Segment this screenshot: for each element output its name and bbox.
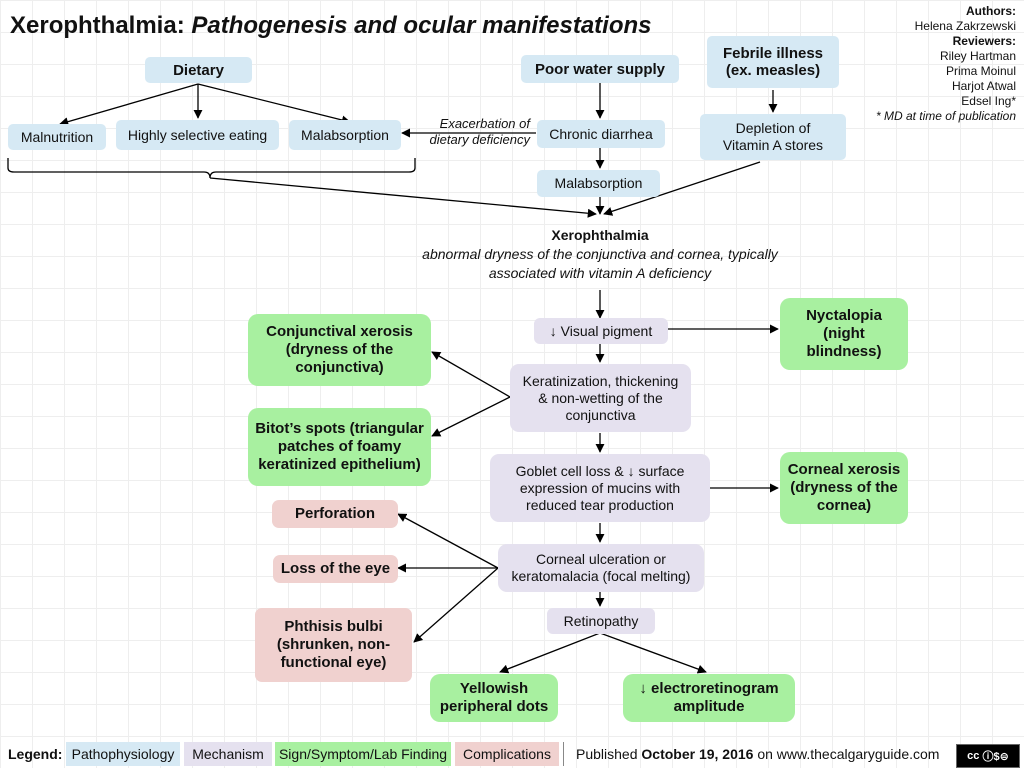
reviewer-name: Riley Hartman [939, 49, 1016, 63]
arrow-dietary-malabsorption [197, 83, 351, 125]
node-yellowish-dots: Yellowish peripheral dots [430, 674, 558, 722]
node-selective-eating: Highly selective eating [116, 120, 279, 150]
node-poor-water-supply: Poor water supply [521, 55, 679, 83]
author-name: Helena Zakrzewski [914, 19, 1016, 33]
node-visual-pigment: ↓ Visual pigment [534, 318, 668, 344]
node-chronic-diarrhea: Chronic diarrhea [537, 120, 665, 148]
published-info: Published October 19, 2016 on www.thecal… [576, 746, 939, 762]
xerophthalmia-definition: Xerophthalmia abnormal dryness of the co… [300, 226, 900, 283]
node-febrile-illness: Febrile illness (ex. measles) [707, 36, 839, 88]
published-site: on www.thecalgaryguide.com [757, 746, 940, 762]
node-corneal-xerosis: Corneal xerosis (dryness of the cornea) [780, 452, 908, 524]
title-main: Xerophthalmia: [10, 12, 185, 39]
node-retinopathy: Retinopathy [547, 608, 655, 634]
published-date: October 19, 2016 [641, 746, 754, 762]
credits-note: * MD at time of publication [875, 109, 1016, 123]
dietary-bracket [7, 158, 416, 179]
legend-complications: Complications [455, 742, 559, 766]
node-vitamin-a-depletion: Depletion of Vitamin A stores [700, 114, 846, 160]
node-loss-of-eye: Loss of the eye [273, 555, 398, 583]
arrow-ulceration-phthisis [413, 567, 499, 643]
legend-divider [563, 742, 564, 766]
arrow-kerat-bitot [431, 396, 511, 437]
node-nyctalopia: Nyctalopia (night blindness) [780, 298, 908, 370]
node-erg-amplitude: ↓ electroretinogram amplitude [623, 674, 795, 722]
arrow-depletion-xero [603, 161, 761, 216]
arrow-dietary-malnutrition [59, 83, 199, 127]
node-malnutrition: Malnutrition [8, 124, 106, 150]
node-goblet-cell-loss: Goblet cell loss & ↓ surface expression … [490, 454, 710, 522]
reviewer-name: Prima Moinul [945, 64, 1016, 78]
legend-mechanism: Mechanism [184, 742, 272, 766]
node-perforation: Perforation [272, 500, 398, 528]
legend-pathophysiology: Pathophysiology [66, 742, 180, 766]
node-keratinization: Keratinization, thickening & non-wetting… [510, 364, 691, 432]
node-malabsorption-dietary: Malabsorption [289, 120, 401, 150]
node-corneal-ulceration: Corneal ulceration or keratomalacia (foc… [498, 544, 704, 592]
creative-commons-icon: cc ⓘ$⊜ [956, 744, 1020, 768]
node-phthisis-bulbi: Phthisis bulbi (shrunken, non- functiona… [255, 608, 412, 682]
node-malabsorption-water: Malabsorption [537, 170, 660, 197]
xerophthalmia-description: abnormal dryness of the conjunctiva and … [422, 246, 778, 281]
page-title: Xerophthalmia: Pathogenesis and ocular m… [10, 12, 652, 40]
reviewers-label: Reviewers: [952, 34, 1016, 48]
arrow-kerat-conjxerosis [431, 351, 511, 398]
arrow-retino-erg [599, 632, 707, 674]
authors-label: Authors: [966, 4, 1016, 18]
node-dietary: Dietary [145, 57, 252, 83]
legend-sign-symptom: Sign/Symptom/Lab Finding [275, 742, 451, 766]
reviewer-name: Harjot Atwal [951, 79, 1016, 93]
node-conjunctival-xerosis: Conjunctival xerosis (dryness of the con… [248, 314, 431, 386]
legend-bar: Legend: Pathophysiology Mechanism Sign/S… [0, 740, 1024, 768]
license-text: cc [967, 750, 980, 762]
reviewer-name: Edsel Ing* [961, 94, 1016, 108]
arrow-ulceration-perforation [397, 513, 499, 569]
published-prefix: Published [576, 746, 638, 762]
exacerbation-label: Exacerbation of dietary deficiency [429, 116, 530, 147]
title-subtitle: Pathogenesis and ocular manifestations [191, 12, 652, 39]
xerophthalmia-title: Xerophthalmia [551, 227, 649, 243]
legend-label: Legend: [8, 746, 63, 762]
arrow-retino-yellowish [499, 632, 601, 674]
node-bitots-spots: Bitot’s spots (triangular patches of foa… [248, 408, 431, 486]
arrow-bracket-xero [209, 177, 597, 218]
